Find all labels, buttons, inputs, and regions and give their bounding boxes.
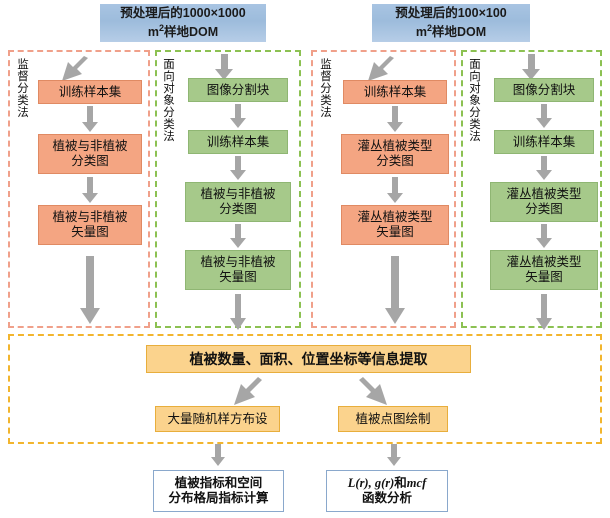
arrow-diagonal-col1 — [52, 55, 92, 85]
arrow-col4-3-4 — [536, 224, 552, 248]
vlabel-supervised-1000: 监督分类法 — [16, 58, 28, 118]
group-frame-supervised-100 — [311, 50, 456, 328]
result-right-box: L(r), g(r)和mcf 函数分析 — [326, 470, 448, 512]
arrow-right-branch-to-result — [387, 444, 401, 466]
arrow-extraction-to-left-branch — [224, 376, 266, 410]
col4-box-2: 训练样本集 — [494, 130, 594, 154]
col2-box-3: 植被与非植被分类图 — [185, 182, 291, 222]
col4-box-1: 图像分割块 — [494, 78, 594, 102]
vlabel-object-100: 面向对象分类法 — [468, 58, 480, 142]
arrow-col4-out — [536, 294, 552, 330]
col3-box-1: 训练样本集 — [343, 80, 447, 104]
dom-header-1000-line1: 预处理后的1000×1000 — [120, 5, 246, 20]
branch-left-box: 大量随机样方布设 — [155, 406, 280, 432]
arrow-diagonal-col3 — [358, 55, 398, 85]
arrow-col2-2-3 — [230, 156, 246, 180]
arrow-extraction-to-right-branch — [355, 376, 397, 410]
result-left-box: 植被指标和空间 分布格局指标计算 — [153, 470, 284, 512]
col1-box-3: 植被与非植被矢量图 — [38, 205, 142, 245]
vlabel-supervised-100: 监督分类法 — [319, 58, 331, 118]
col1-box-2: 植被与非植被分类图 — [38, 134, 142, 174]
col2-box-2: 训练样本集 — [188, 130, 288, 154]
col4-box-4: 灌丛植被类型矢量图 — [490, 250, 598, 290]
arrow-into-col2 — [215, 54, 233, 80]
arrow-col2-3-4 — [230, 224, 246, 248]
col2-box-1: 图像分割块 — [188, 78, 288, 102]
group-frame-supervised-1000 — [8, 50, 150, 328]
result-right-line1: L(r), g(r)和mcf — [347, 476, 427, 490]
col2-box-4: 植被与非植被矢量图 — [185, 250, 291, 290]
dom-header-1000-line2: m2样地DOM — [147, 22, 219, 40]
arrow-left-branch-to-result — [211, 444, 225, 466]
dom-header-100-line2: m2样地DOM — [415, 22, 487, 40]
arrow-col1-out — [80, 256, 100, 324]
col1-box-1: 训练样本集 — [38, 80, 142, 104]
dom-header-100: 预处理后的100×100 m2样地DOM — [372, 4, 530, 42]
branch-right-box: 植被点图绘制 — [338, 406, 448, 432]
arrow-col2-1-2 — [230, 104, 246, 128]
arrow-col2-out — [230, 294, 246, 330]
dom-header-100-line1: 预处理后的100×100 — [395, 5, 507, 20]
arrow-col1-2-3 — [82, 177, 98, 203]
arrow-col1-1-2 — [82, 106, 98, 132]
col4-box-3: 灌丛植被类型分类图 — [490, 182, 598, 222]
vlabel-object-1000: 面向对象分类法 — [162, 58, 174, 142]
col3-box-2: 灌丛植被类型分类图 — [341, 134, 449, 174]
group-frame-object-1000 — [155, 50, 301, 328]
dom-header-1000: 预处理后的1000×1000 m2样地DOM — [100, 4, 266, 42]
group-frame-information-extraction — [8, 334, 602, 444]
group-frame-object-100 — [461, 50, 602, 328]
arrow-col4-2-3 — [536, 156, 552, 180]
extraction-box: 植被数量、面积、位置坐标等信息提取 — [146, 345, 471, 373]
arrow-col4-1-2 — [536, 104, 552, 128]
arrow-col3-2-3 — [387, 177, 403, 203]
arrow-into-col4 — [522, 54, 540, 80]
col3-box-3: 灌丛植被类型矢量图 — [341, 205, 449, 245]
arrow-col3-out — [385, 256, 405, 324]
arrow-col3-1-2 — [387, 106, 403, 132]
